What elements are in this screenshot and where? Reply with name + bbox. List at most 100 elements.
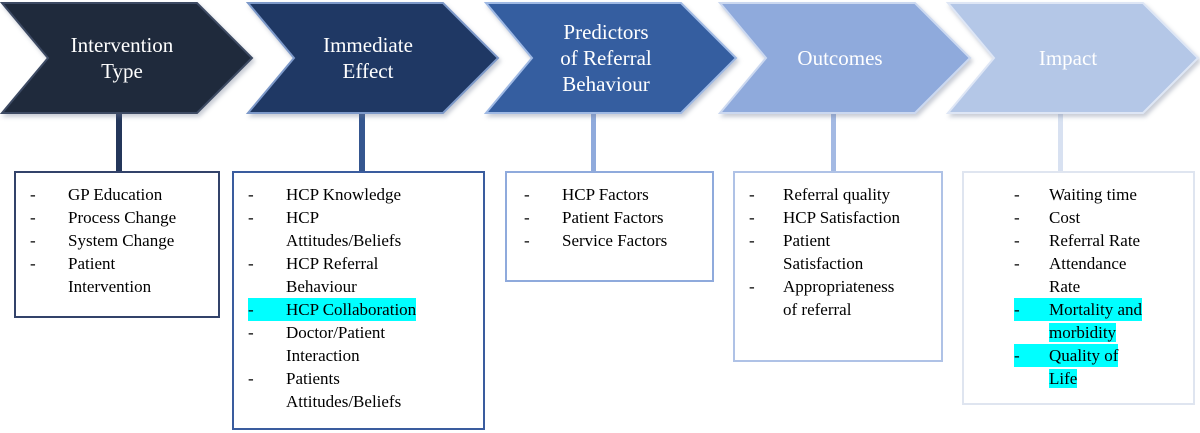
list-item-line: -Attendance	[1014, 252, 1193, 275]
list-item-line: Satisfaction	[783, 252, 941, 275]
chevron-label-line: Behaviour	[562, 72, 650, 96]
list-item-line: Behaviour	[286, 275, 483, 298]
bullet-dash: -	[248, 323, 254, 342]
list-item-line: - Doctor/Patient	[248, 321, 483, 344]
item-text: HCP Referral	[286, 254, 379, 273]
item-text-bar: -Patients	[248, 367, 340, 390]
list-item: - HCP Collaboration	[234, 298, 483, 321]
list-item-line: -HCP Satisfaction	[749, 206, 941, 229]
list-item-line: of referral	[783, 298, 941, 321]
chevron-outcomes	[717, 2, 972, 114]
list-item-line: - Service Factors	[524, 229, 712, 252]
bullet-dash: -	[248, 254, 254, 273]
list-item-line: -HCP Factors	[524, 183, 712, 206]
stage-box-predictors-of-referral-behaviour: -HCP Factors-Patient Factors-Service Fac…	[505, 171, 714, 282]
bullet-dash: -	[30, 185, 36, 204]
list-item-line: Attitudes/Beliefs	[286, 390, 483, 413]
item-text-bar: -Waiting time	[1014, 183, 1137, 206]
bullet-dash: -	[524, 231, 530, 250]
list-item: - HCP Attitudes/Beliefs	[234, 206, 483, 252]
chevron-label-line: Impact	[1038, 46, 1098, 70]
connector-line-immediate-effect	[359, 108, 365, 171]
item-text: Process Change	[68, 208, 177, 227]
item-text: Interaction	[286, 346, 360, 365]
chevron-label-line: of Referral	[560, 46, 652, 70]
item-text-bar: -HCP Knowledge	[248, 183, 401, 206]
chevron-predictors-of-referral-behaviour	[483, 2, 738, 114]
list-item-line: -Cost	[1014, 206, 1193, 229]
chevron-band	[0, 2, 1200, 114]
list-item-line: -Patient	[749, 229, 941, 252]
chevron-label-impact: Impact	[958, 3, 1178, 113]
item-text: Service Factors	[562, 231, 668, 250]
chevron-label-line: Type	[101, 59, 143, 83]
item-text: GP Education	[68, 185, 163, 204]
item-text: Mortality and	[1049, 300, 1143, 319]
list-item-line: -HCP Knowledge	[248, 183, 483, 206]
connector-line-intervention-type	[116, 108, 122, 171]
bullet-dash: -	[1014, 185, 1020, 204]
list-item-line: -Quality of	[1014, 344, 1193, 367]
list-item: - GP Education	[16, 183, 218, 206]
item-text: Doctor/Patient	[286, 323, 386, 342]
list-item: -HCP Satisfaction	[735, 206, 941, 229]
item-text: HCP Collaboration	[286, 300, 417, 319]
bullet-dash: -	[248, 208, 254, 227]
list-item-line: Rate	[1049, 275, 1193, 298]
item-text: Appropriateness	[783, 277, 895, 296]
list-item: -System Change	[16, 229, 218, 252]
chevron-label-line: Effect	[342, 59, 394, 83]
item-text: Referral Rate	[1049, 231, 1141, 250]
item-text: Attitudes/Beliefs	[286, 392, 402, 411]
list-item-line: -Patients	[248, 367, 483, 390]
list-item-line: - Referral Rate	[1014, 229, 1193, 252]
list-item-line: - Mortality and	[1014, 298, 1193, 321]
bullet-dash: -	[1014, 300, 1020, 319]
bullet-dash: -	[524, 208, 530, 227]
list-item-line: Attitudes/Beliefs	[286, 229, 483, 252]
item-text-bar: -Patient Factors	[524, 206, 664, 229]
list-item-line: Life	[1049, 367, 1193, 390]
stage-box-intervention-type: -GP Education-Process Change-System Chan…	[14, 171, 220, 318]
bullet-dash: -	[30, 254, 36, 273]
list-item: - Referral Rate	[964, 229, 1193, 252]
list-item: -Process Change	[16, 206, 218, 229]
list-item-line: -System Change	[30, 229, 218, 252]
list-item-line: Intervention	[68, 275, 218, 298]
bullet-dash: -	[248, 185, 254, 204]
bullet-dash: -	[248, 369, 254, 388]
list-item: -Waiting time	[964, 183, 1193, 206]
item-text-bar: -Patient	[749, 229, 830, 252]
item-text: Patient	[68, 254, 116, 273]
item-text: HCP	[286, 208, 320, 227]
item-text: HCP Satisfaction	[783, 208, 900, 227]
highlighted-text: - HCP Collaboration	[248, 298, 417, 321]
chevron-impact	[945, 2, 1200, 114]
item-text-bar: -Attendance	[1014, 252, 1126, 275]
list-item: -Referral quality	[735, 183, 941, 206]
bullet-dash: -	[749, 277, 755, 296]
item-text-bar: -Process Change	[30, 206, 176, 229]
list-item-line: - HCP	[248, 206, 483, 229]
stage-box-outcomes: -Referral quality-HCP Satisfaction-Patie…	[733, 171, 943, 362]
bullet-dash: -	[248, 300, 254, 319]
bullet-dash: -	[1014, 231, 1020, 250]
list-item: - Appropriateness of referral	[735, 275, 941, 321]
item-text-bar: -Referral quality	[749, 183, 890, 206]
item-text: Referral quality	[783, 185, 891, 204]
list-item-line: - Appropriateness	[749, 275, 941, 298]
connector-line-impact	[1057, 108, 1063, 171]
list-item: -HCP Knowledge	[234, 183, 483, 206]
highlighted-text: -Quality of	[1014, 344, 1119, 367]
bullet-dash: -	[30, 231, 36, 250]
chevron-label-line: Predictors	[563, 20, 649, 44]
highlighted-text: morbidity	[1049, 323, 1117, 342]
